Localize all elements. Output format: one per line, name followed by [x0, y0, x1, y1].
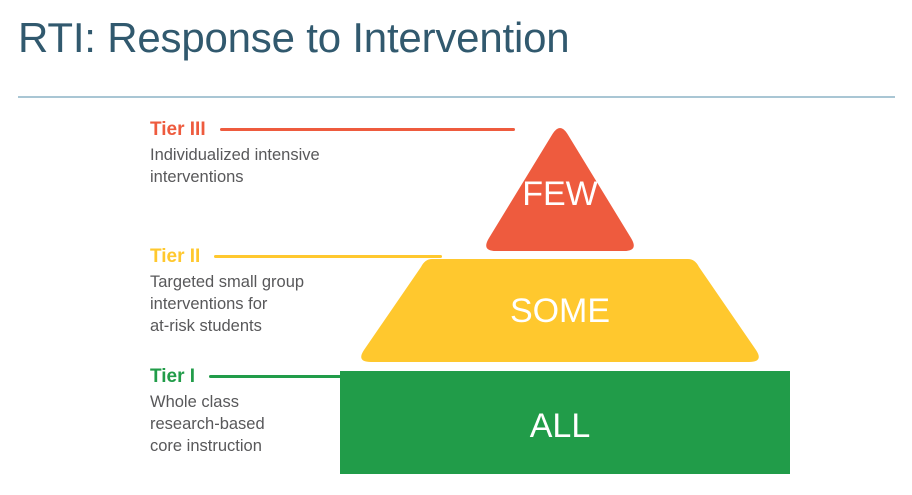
pyramid-level-tier-3[interactable]: FEW	[486, 128, 647, 251]
legend-description-tier-1: Whole class research-based core instruct…	[150, 393, 265, 455]
legend-description-tier-2: Targeted small group interventions for a…	[150, 273, 305, 335]
tier-2-label: SOME	[510, 292, 610, 330]
rti-pyramid-diagram: FEW SOME ALL	[340, 110, 790, 495]
legend-connector-line-tier-2	[214, 254, 443, 258]
legend-item-tier-3: Tier III Individualized intensive interv…	[150, 118, 515, 189]
tier-1-label: ALL	[530, 407, 591, 445]
legend-heading-tier-3: Tier III	[150, 118, 515, 140]
legend-connector-line-tier-3	[219, 127, 515, 131]
tier-3-label: FEW	[522, 175, 598, 213]
legend-heading-tier-1: Tier I	[150, 365, 358, 387]
legend-title-tier-3: Tier III	[150, 118, 206, 140]
pyramid-svg: FEW SOME ALL	[340, 128, 790, 474]
legend-description-tier-3: Individualized intensive interventions	[150, 146, 320, 186]
legend-title-tier-2: Tier II	[150, 245, 201, 267]
tier-3-shape[interactable]	[486, 128, 634, 251]
page-title: RTI: Response to Intervention	[18, 14, 570, 61]
pyramid-level-tier-1[interactable]: ALL	[340, 371, 790, 474]
title-divider	[18, 96, 895, 98]
legend-title-tier-1: Tier I	[150, 365, 196, 387]
legend-heading-tier-2: Tier II	[150, 245, 443, 267]
pyramid-level-tier-2[interactable]: SOME	[361, 258, 759, 362]
tier-1-shape[interactable]	[340, 371, 790, 474]
legend-item-tier-2: Tier II Targeted small group interventio…	[150, 245, 443, 338]
legend-connector-line-tier-1	[209, 374, 358, 378]
tier-2-shape[interactable]	[361, 259, 759, 362]
legend-item-tier-1: Tier I Whole class research-based core i…	[150, 365, 358, 458]
